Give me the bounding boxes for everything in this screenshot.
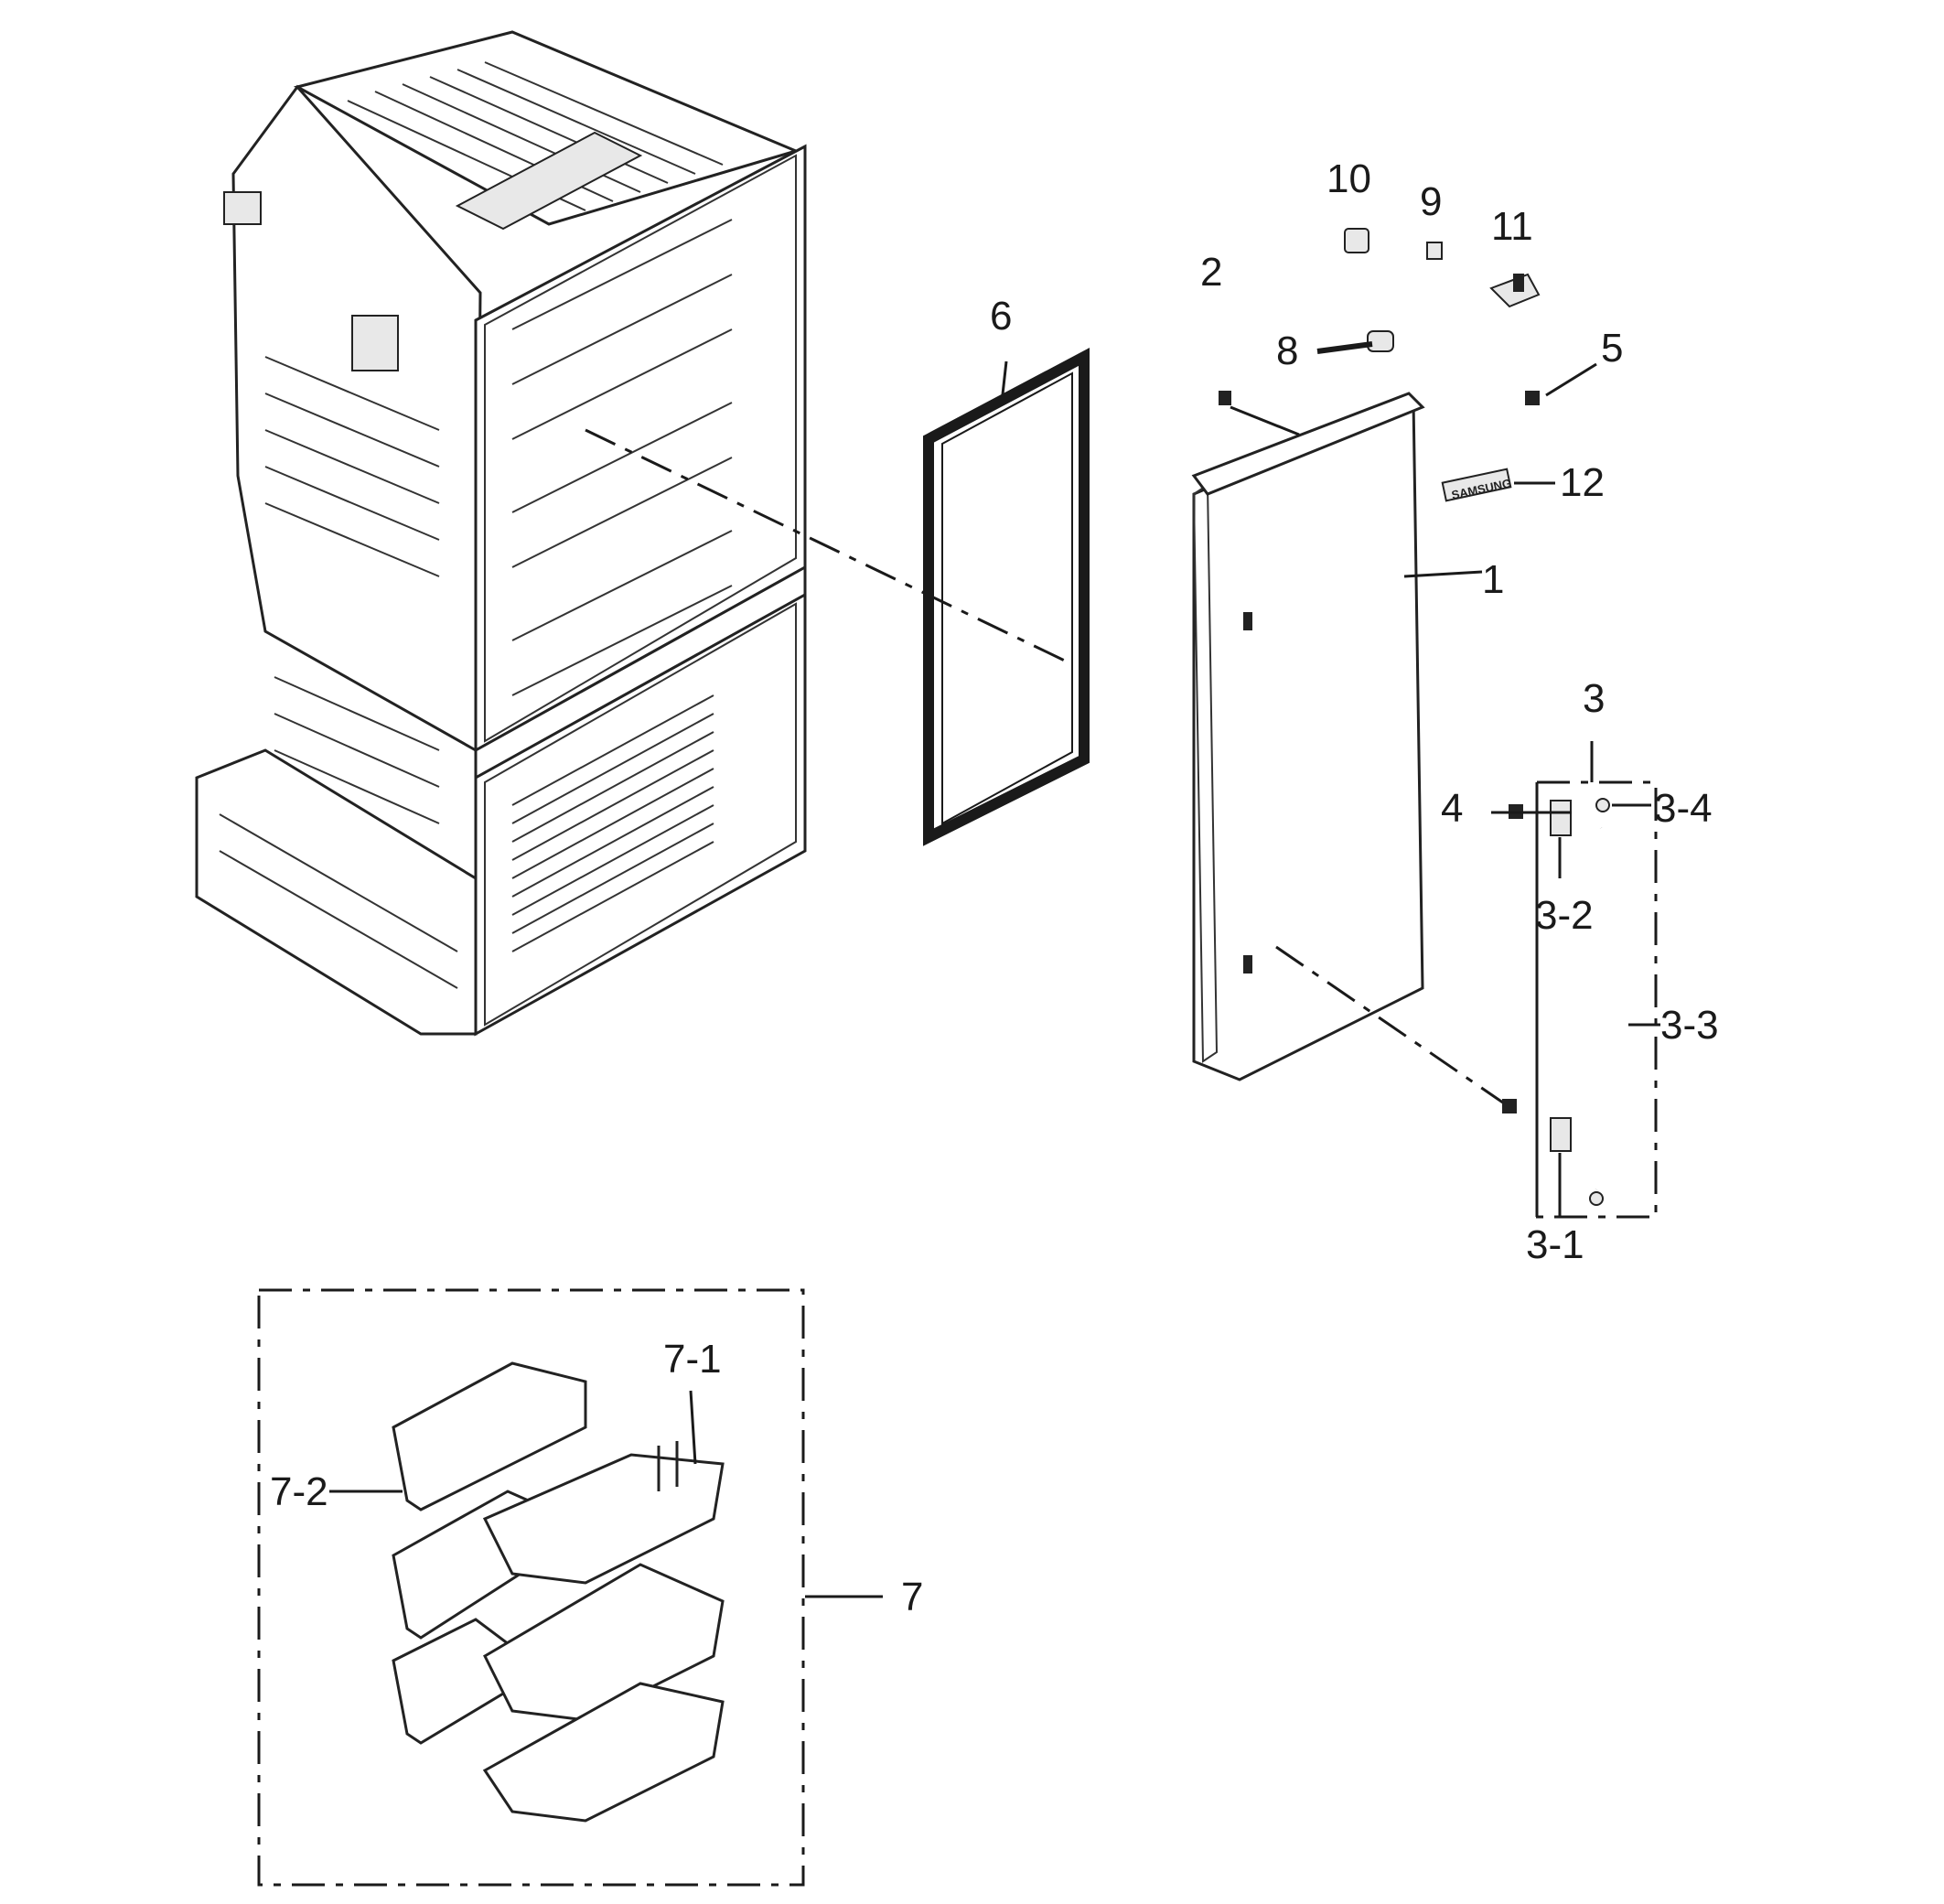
top-vent-grille	[455, 131, 643, 231]
callout-6: 6	[990, 294, 1012, 339]
callout-3-1: 3-1	[1526, 1222, 1584, 1267]
callout-1: 1	[1482, 557, 1504, 602]
part-bottom-screw	[1502, 1099, 1517, 1113]
alignment-line-gasket	[585, 428, 1071, 665]
callout-3-4: 3-4	[1654, 786, 1713, 831]
refrigerator-door	[1191, 392, 1425, 1081]
callout-5: 5	[1601, 326, 1623, 371]
alignment-line-door	[1275, 945, 1510, 1109]
callout-3: 3	[1583, 676, 1605, 721]
part-8-cap	[1316, 330, 1394, 354]
handle-assembly	[1528, 780, 1658, 1219]
part-5-screw	[1525, 391, 1540, 405]
door-gasket	[923, 348, 1090, 846]
part-9-clip	[1426, 242, 1443, 260]
upper-handle-bracket	[1550, 800, 1572, 836]
large-bins	[482, 1441, 725, 1823]
bin-group-box	[257, 1288, 805, 1887]
door-bin-assembly	[257, 1288, 805, 1887]
part-12-logo: SAMSUNG	[1441, 468, 1512, 502]
callout-2: 2	[1200, 250, 1222, 295]
hinge-bracket-left	[223, 191, 262, 225]
part-10-cover	[1344, 228, 1369, 253]
part-11-hinge	[1489, 273, 1541, 308]
refrigerator-cabinet	[195, 30, 807, 1037]
callout-11: 11	[1491, 204, 1533, 249]
callout-labels: 1 2 3 3-1 3-2 3-3 3-4 4 5 6 7 7-1 7-2 8 …	[270, 156, 1719, 1619]
compressor-cover	[351, 315, 399, 371]
cabinet-left-side	[231, 84, 482, 753]
callout-9: 9	[1420, 179, 1442, 224]
callout-3-2: 3-2	[1535, 893, 1594, 938]
callout-7-1: 7-1	[663, 1337, 722, 1382]
callout-8: 8	[1276, 328, 1298, 373]
callout-12: 12	[1560, 460, 1605, 505]
part-2-pin	[1219, 391, 1300, 436]
callout-7-2: 7-2	[270, 1469, 328, 1514]
door-panel	[1192, 398, 1424, 1081]
callout-3-3: 3-3	[1660, 1003, 1719, 1048]
callout-7: 7	[901, 1575, 923, 1619]
callout-4: 4	[1441, 786, 1463, 831]
door-top-cap	[1191, 392, 1425, 496]
leader-lines	[329, 360, 1660, 1598]
callout-10: 10	[1326, 156, 1371, 201]
machine-compartment	[195, 748, 478, 1036]
lower-handle-bracket	[1550, 1117, 1572, 1152]
